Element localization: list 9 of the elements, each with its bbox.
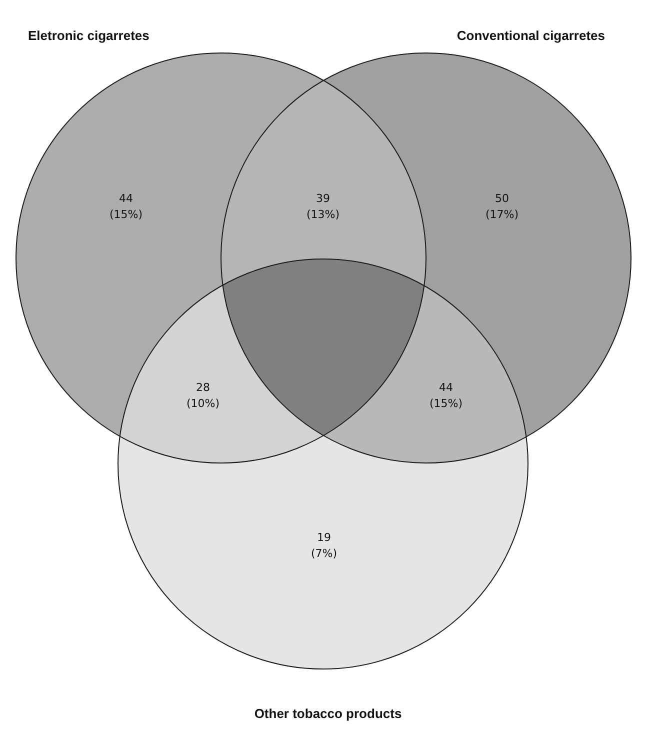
region-count: 19 (7%) [310,530,338,562]
region-count: 28 (10%) [186,380,220,412]
region-count: 44 (15%) [429,380,463,412]
set-label: Other tobacco products [254,706,402,721]
region-count: 39 (13%) [306,191,340,223]
region-count: 50 (17%) [485,191,519,223]
region-count: 44 (15%) [109,191,143,223]
set-label: Conventional cigarretes [456,28,605,43]
set-label: Eletronic cigarretes [28,28,150,43]
